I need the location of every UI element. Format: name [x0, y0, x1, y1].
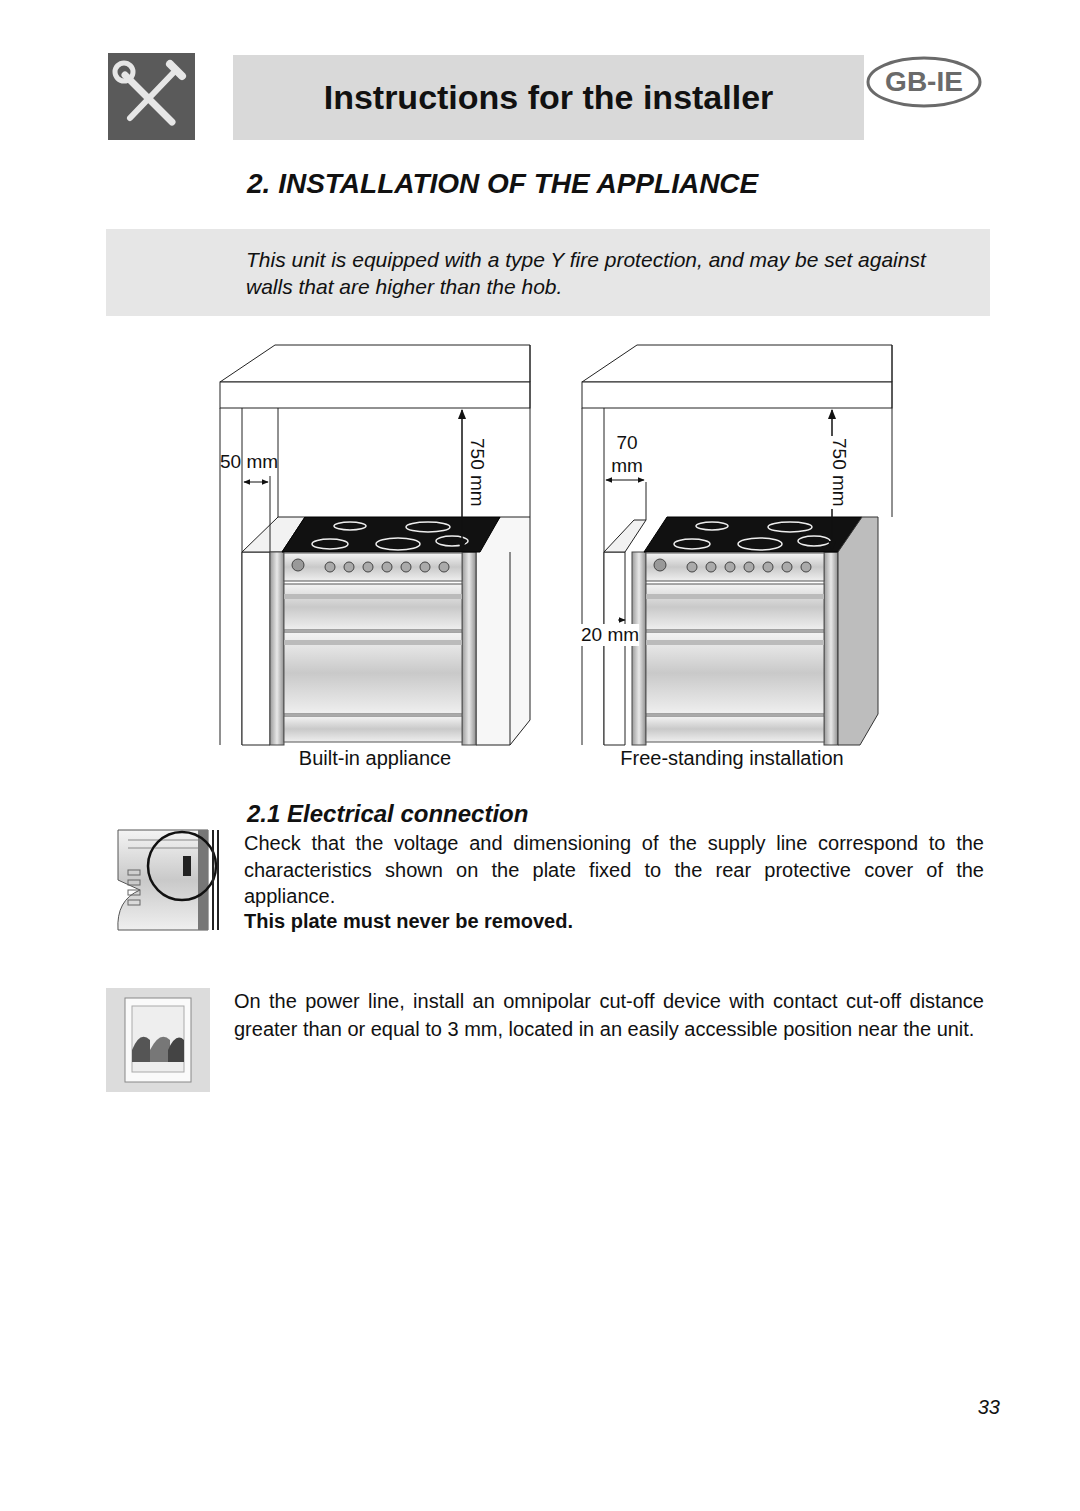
built-in-figure [220, 345, 530, 745]
dimension-label: 70 mm [604, 431, 650, 477]
rating-plate-icon [118, 830, 218, 930]
dimension-label: 750 mm [466, 436, 488, 509]
warning-note: This plate must never be removed. [244, 910, 573, 933]
node-text: This unit is equipped with a type Y fire… [246, 246, 970, 300]
section-title: 2. INSTALLATION OF THE APPLIANCE [247, 168, 758, 200]
dimension-label: 20 mm [581, 624, 639, 646]
dimension-label: 750 mm [828, 436, 850, 509]
dimension-label: 50 mm [220, 451, 278, 473]
free-standing-figure [582, 345, 892, 745]
subsection-heading: 2.1 Electrical connection [247, 800, 528, 828]
figure-caption: Free-standing installation [572, 747, 892, 770]
node-text: GB-IE [872, 66, 976, 98]
body-paragraph: On the power line, install an omnipolar … [234, 988, 984, 1043]
cut-off-switch-icon [106, 988, 210, 1092]
header-band: Instructions for the installer [233, 55, 864, 140]
cooker-figure [632, 517, 878, 745]
cooker-figure [270, 517, 500, 745]
page-number: 33 [940, 1396, 1000, 1419]
tools-icon [108, 53, 195, 140]
figure-caption: Built-in appliance [220, 747, 530, 770]
notice-band: This unit is equipped with a type Y fire… [106, 229, 990, 316]
node-text: Instructions for the installer [245, 78, 852, 117]
body-paragraph: Check that the voltage and dimensioning … [244, 830, 984, 910]
region-badge: GB-IE [866, 56, 982, 108]
